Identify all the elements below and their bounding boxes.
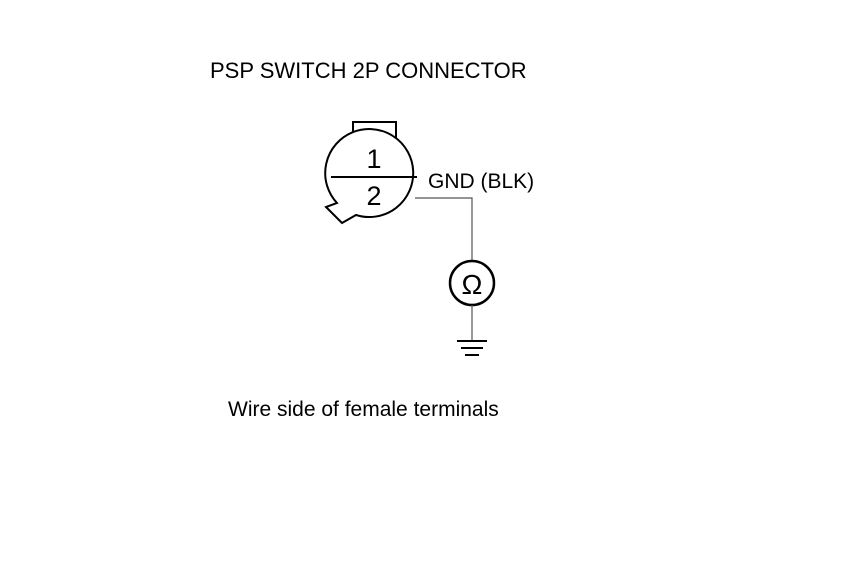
pin-1-label: 1	[366, 144, 381, 174]
diagram-caption: Wire side of female terminals	[228, 398, 499, 421]
connector-symbol: 1 2	[324, 121, 417, 225]
diagram-title: PSP SWITCH 2P CONNECTOR	[210, 58, 527, 83]
ohmmeter-icon: Ω	[448, 259, 496, 307]
ohm-symbol: Ω	[462, 269, 483, 300]
pin-2-label: 2	[366, 181, 381, 211]
ground-icon	[457, 340, 487, 356]
test-lead-wire	[415, 197, 473, 260]
wire-label: GND (BLK)	[428, 170, 534, 193]
